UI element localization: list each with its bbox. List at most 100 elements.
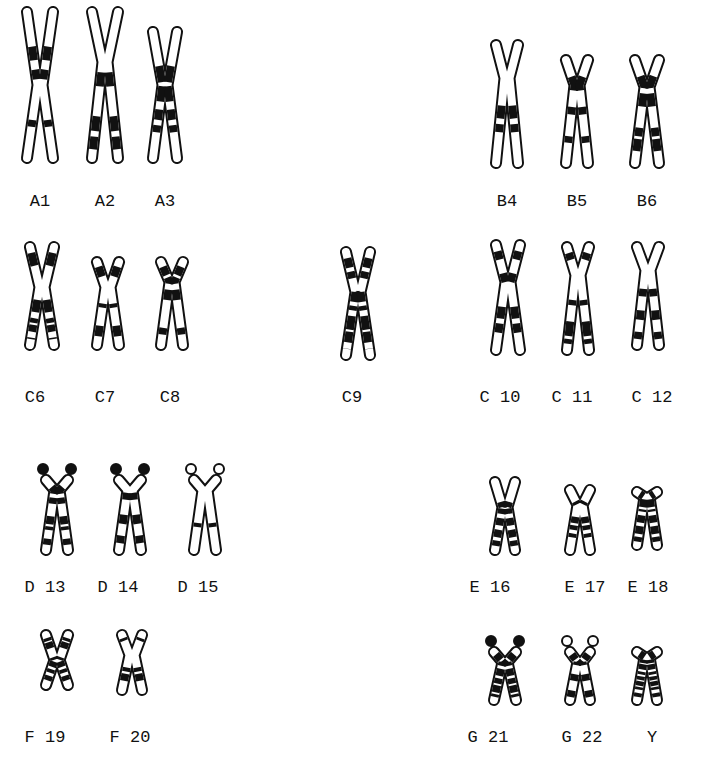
chromosome-band bbox=[63, 516, 64, 524]
chromosome-band bbox=[516, 324, 517, 333]
chromosome bbox=[637, 652, 657, 700]
satellite bbox=[186, 464, 196, 474]
chromosome-band bbox=[496, 654, 501, 659]
chromosome-band bbox=[513, 685, 515, 692]
chromosome-band bbox=[636, 139, 638, 151]
chromosome-band bbox=[579, 661, 588, 665]
chromosome-band bbox=[95, 116, 97, 131]
chromosome-band bbox=[504, 509, 513, 514]
chromatid-outline bbox=[361, 252, 371, 355]
chromosome bbox=[111, 464, 149, 550]
chromosome-band bbox=[503, 273, 505, 282]
chromosome-band bbox=[634, 537, 643, 542]
chromosome-label: C 10 bbox=[480, 388, 521, 408]
chromatid-outline bbox=[650, 492, 658, 545]
chromosome-band bbox=[511, 530, 512, 538]
chromatid-body bbox=[637, 492, 645, 545]
chromosome-band bbox=[584, 339, 593, 344]
chromosome-band bbox=[365, 345, 373, 353]
chromosome-label: E 18 bbox=[628, 578, 669, 598]
chromosome-band bbox=[52, 487, 55, 494]
chromosome-band bbox=[50, 253, 53, 266]
chromatid-outline bbox=[637, 652, 645, 700]
chromatid-outline bbox=[651, 247, 660, 345]
chromatid-outline bbox=[208, 480, 217, 550]
chromatid-outline bbox=[45, 247, 55, 345]
chromosome-band bbox=[652, 515, 653, 522]
chromosome-band bbox=[31, 253, 34, 266]
chromosome-label: A3 bbox=[155, 192, 175, 212]
chromatid-body bbox=[583, 652, 591, 700]
chromosome-band bbox=[641, 515, 642, 522]
chromatid-outline bbox=[650, 60, 660, 163]
chromosome-band bbox=[136, 515, 137, 524]
chromosome-band bbox=[640, 494, 644, 496]
chromosome-label: G 22 bbox=[562, 728, 603, 748]
chromatid-outline bbox=[581, 247, 590, 350]
chromatid-body bbox=[122, 635, 130, 690]
chromatid-outline bbox=[496, 45, 505, 163]
chromosome-band bbox=[584, 654, 588, 659]
chromosome-band bbox=[509, 518, 510, 525]
chromosome-band bbox=[499, 669, 501, 676]
chromatid-body bbox=[635, 60, 645, 163]
chromosome-label: C 11 bbox=[552, 388, 593, 408]
chromatid-body bbox=[650, 60, 660, 163]
chromosome-label: F 19 bbox=[25, 728, 66, 748]
chromosome-band bbox=[158, 109, 159, 119]
chromosome-band bbox=[510, 124, 519, 132]
chromosome-band bbox=[163, 267, 167, 275]
chromosome-band bbox=[569, 525, 578, 530]
chromatid-body bbox=[135, 635, 143, 690]
chromosome-band bbox=[652, 537, 661, 542]
chromosome-band bbox=[647, 509, 655, 511]
chromatid-body bbox=[208, 480, 217, 550]
chromosome-band bbox=[567, 107, 576, 114]
chromosome bbox=[153, 32, 177, 158]
chromosome-band bbox=[636, 676, 645, 680]
chromosome-label: D 15 bbox=[178, 578, 219, 598]
chromosome-band bbox=[588, 691, 589, 697]
chromatid-body bbox=[60, 480, 69, 550]
chromatid-outline bbox=[637, 492, 645, 545]
chromosome-band bbox=[51, 325, 52, 332]
chromosome-band bbox=[160, 86, 162, 101]
chromosome-band bbox=[639, 526, 640, 534]
chromosome bbox=[38, 464, 76, 550]
chromosome-band bbox=[649, 676, 658, 680]
chromatid-outline bbox=[119, 480, 128, 550]
chromosome-band bbox=[509, 669, 511, 676]
chromatid-outline bbox=[567, 247, 576, 350]
chromosome-band bbox=[583, 533, 592, 537]
chromosome-band bbox=[27, 338, 35, 340]
chromosome bbox=[486, 636, 524, 700]
chromosome-band bbox=[583, 501, 584, 504]
chromosome-band bbox=[508, 502, 510, 507]
chromatid-outline bbox=[495, 482, 503, 550]
chromosome-band bbox=[50, 516, 51, 524]
chromosome-band bbox=[564, 339, 573, 344]
chromosome-band bbox=[498, 324, 499, 333]
chromatid-outline bbox=[122, 635, 130, 690]
chromatid-body bbox=[651, 247, 660, 345]
chromosome-band bbox=[650, 76, 654, 88]
chromosome-band bbox=[504, 661, 513, 666]
chromosome-label: Y bbox=[647, 728, 657, 748]
chromosome-band bbox=[60, 662, 62, 667]
chromatid-outline bbox=[111, 262, 120, 345]
chromosome-band bbox=[640, 654, 645, 657]
chromosome-band bbox=[574, 517, 575, 523]
chromosome bbox=[46, 635, 68, 685]
chromosome-label: B6 bbox=[637, 192, 657, 212]
chromatid-body bbox=[508, 482, 516, 550]
chromosome-band bbox=[499, 518, 500, 525]
chromatid-outline bbox=[168, 32, 178, 158]
chromatid-body bbox=[637, 652, 645, 700]
chromosome-band bbox=[652, 693, 661, 697]
chromosome-band bbox=[650, 499, 651, 507]
chromatid-body bbox=[92, 12, 103, 158]
chromosome-band bbox=[641, 76, 645, 88]
chromosome-band bbox=[569, 253, 571, 260]
chromosome-band bbox=[109, 304, 118, 308]
chromatid-outline bbox=[637, 247, 646, 345]
